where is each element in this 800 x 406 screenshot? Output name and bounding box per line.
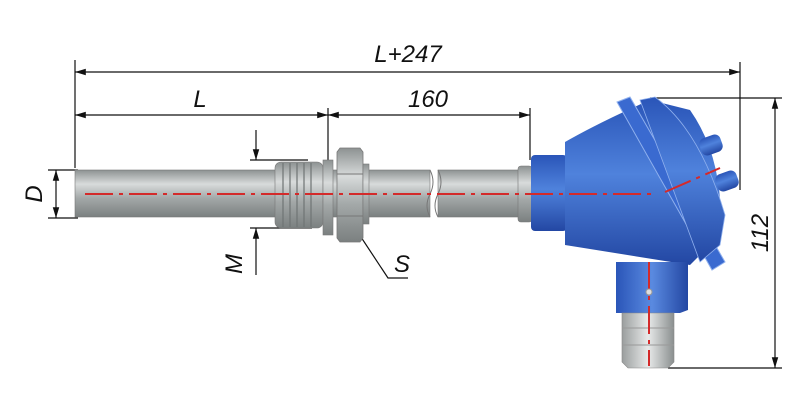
connection-head: [531, 96, 739, 369]
overall-length-label: L+247: [374, 41, 443, 68]
axis-point: [645, 288, 653, 296]
dimension-overall: L+247: [74, 41, 741, 190]
dimension-immersion: L 160: [75, 86, 531, 160]
threaded-fitting: [274, 159, 334, 236]
extension-length-label: 160: [408, 86, 449, 113]
hex-size-label: S: [394, 251, 410, 278]
diameter-label: D: [21, 185, 48, 202]
cap-axis: [664, 167, 721, 193]
thread-label: M: [221, 254, 248, 274]
immersion-length-label: L: [193, 86, 206, 113]
dimension-head-height: 112: [650, 97, 782, 369]
dimension-diameter: D: [21, 169, 78, 219]
head-height-label: 112: [747, 214, 774, 252]
dimension-hex: S: [354, 227, 410, 279]
